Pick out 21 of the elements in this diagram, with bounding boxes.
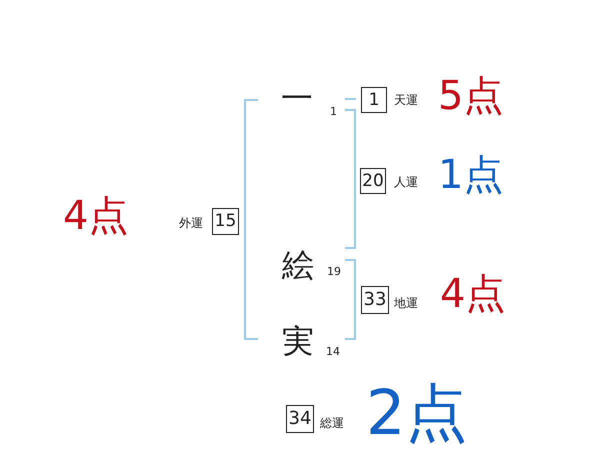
stroke-count: 19 (327, 266, 341, 277)
fortune-label: 総運 (320, 417, 344, 429)
fortune-label: 地運 (394, 297, 418, 309)
number-box: 1 (361, 87, 387, 113)
name-character: 実 (282, 325, 314, 357)
score-text: 4点 (63, 196, 128, 236)
score-text: 1点 (438, 155, 504, 195)
number-box: 15 (212, 208, 239, 235)
name-character: 一 (281, 82, 313, 114)
stroke-count: 1 (330, 106, 337, 117)
fortune-label: 人運 (394, 176, 418, 188)
number-box: 20 (360, 168, 386, 194)
score-text: 4点 (440, 274, 506, 314)
fortune-label: 天運 (394, 94, 418, 106)
stroke-count: 14 (326, 346, 340, 357)
fortune-label: 外運 (179, 217, 203, 229)
number-box: 33 (361, 286, 389, 314)
number-box: 34 (286, 405, 314, 433)
score-text: 2点 (366, 382, 468, 444)
name-character: 絵 (282, 249, 314, 281)
score-text: 5点 (438, 76, 504, 116)
